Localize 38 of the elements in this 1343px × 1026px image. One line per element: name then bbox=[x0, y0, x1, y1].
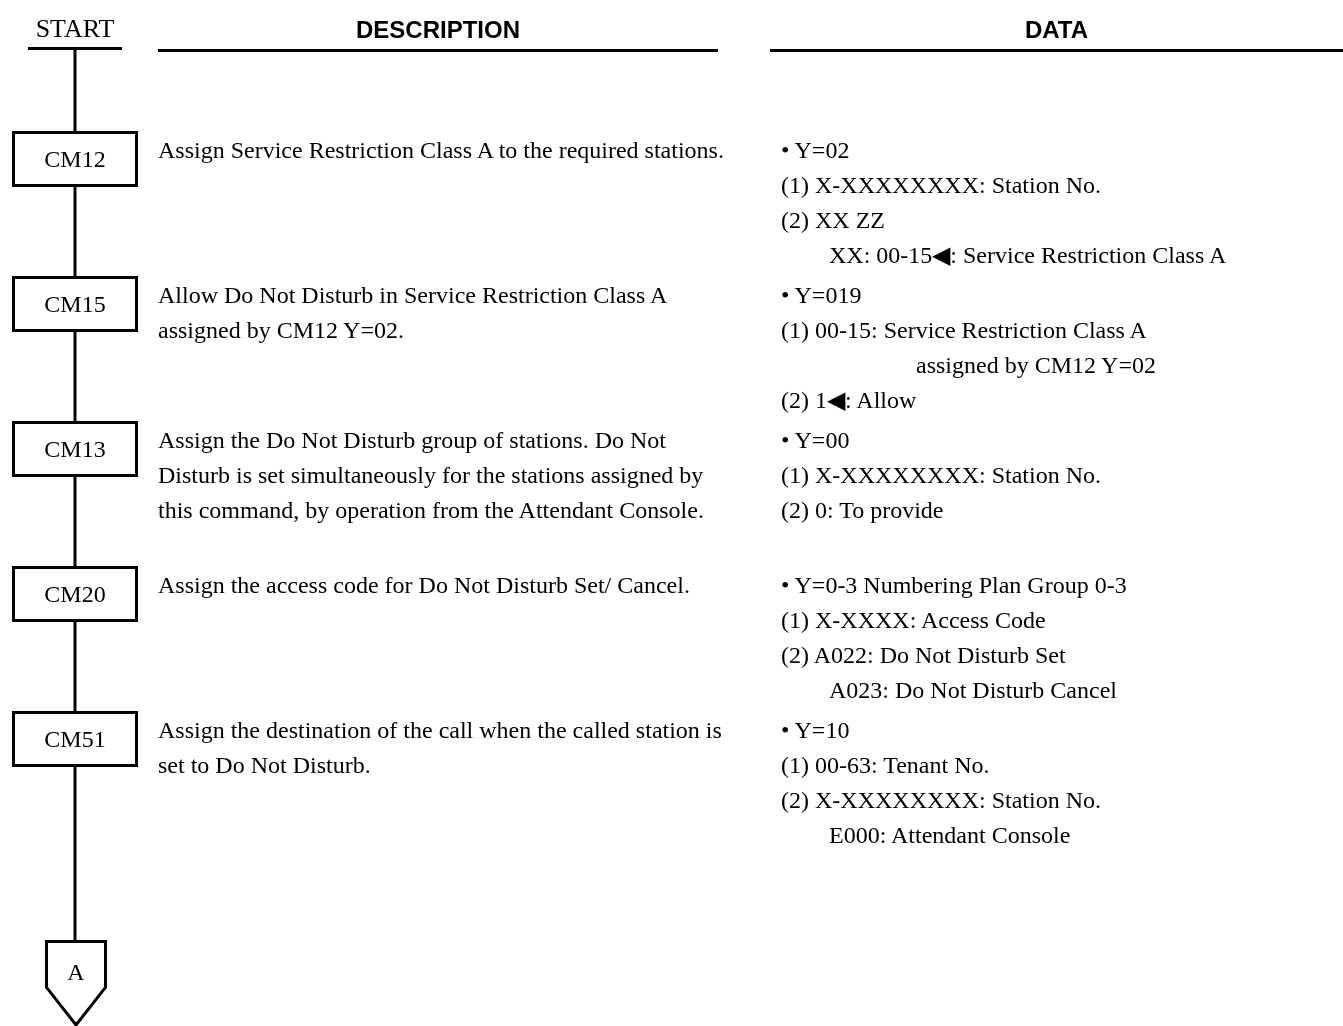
flow-line bbox=[73, 622, 77, 711]
flow-line bbox=[73, 477, 77, 566]
flow-line bbox=[73, 767, 77, 940]
description-text: Allow Do Not Disturb in Service Restriction Class A assigned by CM12 Y=02. bbox=[158, 281, 668, 345]
data-line: • Y=00 bbox=[781, 426, 851, 455]
description-text: Assign the access code for Do Not Disturb Set/ Cancel. bbox=[158, 571, 691, 600]
command-box: CM20 bbox=[12, 566, 138, 622]
data-line: (2) 0: To provide bbox=[781, 496, 945, 525]
data-line: (2) XX ZZ bbox=[781, 206, 886, 235]
data-line: (1) X-XXXXXXXX: Station No. bbox=[781, 171, 1102, 200]
data-line: (1) 00-15: Service Restriction Class A assigned by CM12 Y=02 bbox=[781, 316, 1157, 380]
command-box: CM13 bbox=[12, 421, 138, 477]
data-line: (1) 00-63: Tenant No. bbox=[781, 751, 991, 780]
data-line: • Y=0-3 Numbering Plan Group 0-3 bbox=[781, 571, 1128, 600]
data-line: E000: Attendant Console bbox=[829, 821, 1072, 850]
flow-line bbox=[73, 187, 77, 276]
command-box: CM12 bbox=[12, 131, 138, 187]
start-label: START bbox=[28, 10, 122, 50]
data-line: XX: 00-15◀: Service Restriction Class A bbox=[829, 241, 1228, 270]
description-text: Assign Service Restriction Class A to the required stations. bbox=[158, 136, 725, 165]
description-text: Assign the destination of the call when the called station is set to Do Not Disturb. bbox=[158, 716, 723, 780]
data-line: (2) 1◀: Allow bbox=[781, 386, 918, 415]
data-line: • Y=02 bbox=[781, 136, 851, 165]
data-line: (2) X-XXXXXXXX: Station No. bbox=[781, 786, 1102, 815]
column-header: DESCRIPTION bbox=[158, 10, 718, 52]
description-text: Assign the Do Not Disturb group of stations. Do Not Disturb is set simultaneously for the stations assigned by this command, by operation from the Attendant Console. bbox=[158, 426, 705, 525]
data-line: • Y=019 bbox=[781, 281, 863, 310]
command-box: CM15 bbox=[12, 276, 138, 332]
command-box: CM51 bbox=[12, 711, 138, 767]
data-line: (2) A022: Do Not Disturb Set bbox=[781, 641, 1067, 670]
data-line: (1) X-XXXXXXXX: Station No. bbox=[781, 461, 1102, 490]
off-page-connector: A bbox=[45, 940, 107, 1026]
data-line: (1) X-XXXX: Access Code bbox=[781, 606, 1047, 635]
column-header: DATA bbox=[770, 10, 1343, 52]
data-line: • Y=10 bbox=[781, 716, 851, 745]
flow-line bbox=[73, 332, 77, 421]
flow-line bbox=[73, 50, 77, 131]
data-line: A023: Do Not Disturb Cancel bbox=[829, 676, 1118, 705]
